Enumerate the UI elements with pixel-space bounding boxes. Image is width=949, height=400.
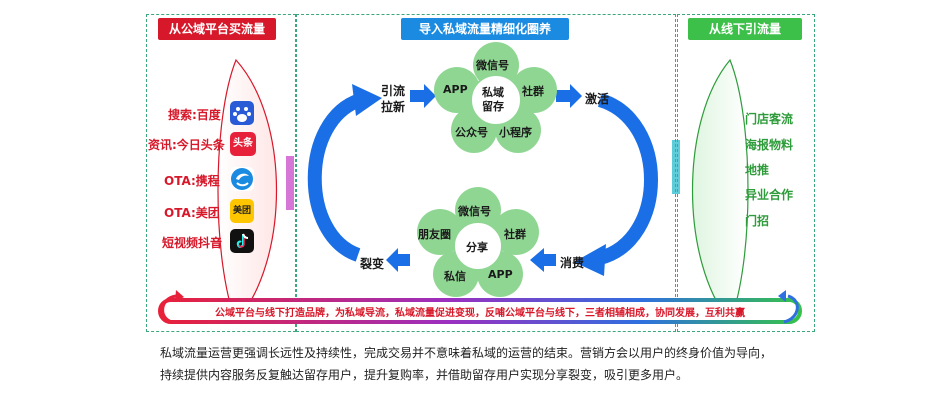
bottom-flower-center: 分享 [466,241,488,254]
top-flower [434,42,557,153]
left-panel [146,14,296,332]
bottom-flower-center-circle [453,221,503,271]
arrow-jihuo [556,84,582,108]
banner-bar [158,298,802,324]
top-flower-center-circle [470,74,522,126]
right-item-2: 海报物料 [745,138,794,152]
label-xiaofei: 消费 [560,256,585,270]
bottom-petal-4: 私信 [444,270,466,283]
right-item-4: 异业合作 [745,188,794,202]
top-petal-circle-2 [511,67,557,113]
meituan-icon: 美团 [230,199,254,223]
middle-header: 导入私域流量精细化圈养 [401,18,569,40]
right-item-3: 地推 [745,163,770,177]
top-petal-5: APP [443,83,468,96]
banner-text: 公域平台与线下打造品牌，为私域导流，私域流量促进变现，反哺公域平台与线下，三者相… [215,308,745,319]
ctrip-icon [230,167,254,191]
right-item-1: 门店客流 [745,112,794,126]
label-laxin: 拉新 [381,100,406,114]
bottom-petal-1: 微信号 [458,205,491,218]
douyin-icon [230,229,254,253]
banner-right-arrowhead [778,290,786,302]
bottom-petal-circle-2 [493,209,539,255]
bottom-petal-2: 社群 [504,228,526,241]
banner-right-return-arrow [783,294,799,324]
bottom-flower [417,187,539,297]
label-liebian: 裂变 [360,257,385,271]
top-petal-circle-5 [434,67,480,113]
right-lens-shape [691,58,749,324]
top-petal-4: 公众号 [455,126,488,139]
top-flower-center: 私域 留存 [482,86,504,113]
left-header: 从公域平台买流量 [158,18,276,40]
bottom-petal-circle-1 [455,187,501,233]
top-petal-2: 社群 [522,85,544,98]
label-yinliu: 引流 [381,84,406,98]
caption-line-1: 私域流量运营更强调长远性及持续性，完成交易并不意味着私域的运营的结束。营销方会以… [160,346,773,360]
arrow-yinliu [410,84,436,108]
right-curve-arrowhead [574,244,606,276]
left-connector [286,156,294,210]
banner-left-return-arrow [161,294,177,324]
baidu-icon [230,101,254,125]
banner-left-arrowhead [175,290,184,302]
caption-line-2: 持续提供内容服务反复触达留存用户，提升复购率，并借助留存用户实现分享裂变，吸引更… [160,368,689,382]
left-item-toutiao: 资讯:今日头条 [148,138,225,152]
left-item-douyin: 短视频抖音 [162,236,223,250]
bottom-petal-3: APP [488,268,513,281]
left-item-ctrip: OTA:携程 [164,174,220,188]
left-curve-arrow [307,93,363,262]
right-curve-arrow [597,93,658,265]
toutiao-icon: 头条 [230,132,256,156]
label-jihuo: 激活 [585,92,610,106]
bottom-petal-circle-5 [417,209,463,255]
left-curve-arrowhead [352,84,382,116]
top-petal-circle-1 [473,42,519,88]
arrow-liebian [386,248,410,272]
right-item-5: 门招 [745,214,770,228]
top-petal-3: 小程序 [499,126,532,139]
top-petal-1: 微信号 [476,59,509,72]
left-item-meituan: OTA:美团 [164,206,220,220]
left-item-baidu: 搜索:百度 [168,108,221,122]
bottom-petal-5: 朋友圈 [418,228,451,241]
right-header: 从线下引流量 [688,18,802,40]
right-connector [672,140,680,194]
arrow-xiaofei [530,248,556,272]
